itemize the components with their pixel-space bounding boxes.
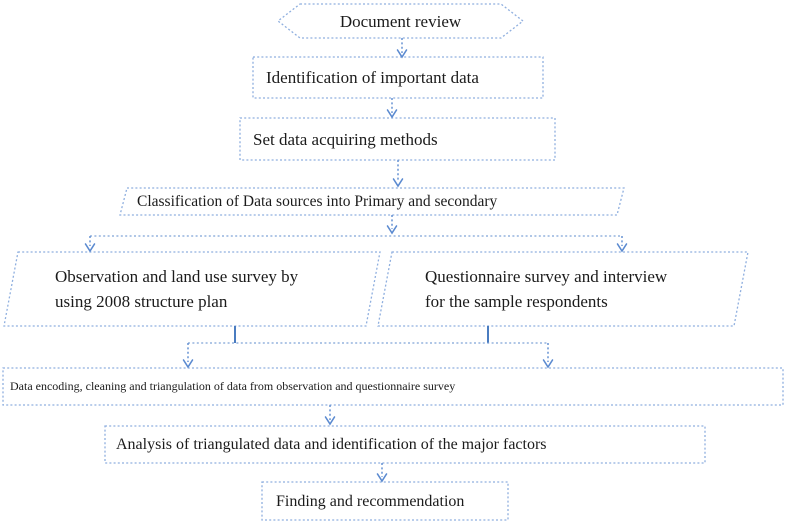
node-shape-identification-rect <box>252 56 544 99</box>
node-shape-observation-parallelogram <box>3 251 381 327</box>
arrowhead-icon <box>324 416 336 426</box>
node-label-analysis: Analysis of triangulated data and identi… <box>116 436 547 453</box>
node-label-identification: Identification of important data <box>266 68 479 87</box>
node-shape-set-methods-rect <box>239 117 556 161</box>
node-label-data-encoding: Data encoding, cleaning and triangulatio… <box>10 379 456 393</box>
node-shape-analysis-rect <box>104 425 706 464</box>
node-label-observation-line1: Observation and land use survey by <box>55 267 299 286</box>
node-shape-data-encoding-rect <box>2 367 784 406</box>
arrowhead-icon <box>542 359 554 369</box>
node-label-questionnaire-line2: for the sample respondents <box>425 292 608 311</box>
arrowhead-icon <box>84 243 96 253</box>
node-label-questionnaire-line1: Questionnaire survey and interview <box>425 267 668 286</box>
node-label-observation: Observation and land use survey by using… <box>18 252 405 326</box>
arrowhead-icon <box>386 225 398 235</box>
arrowhead-icon <box>182 359 194 369</box>
node-shape-document-review-hexagon <box>276 3 525 39</box>
arrowhead-icon <box>616 243 628 253</box>
node-label-classification: Classification of Data sources into Prim… <box>137 193 498 210</box>
arrowhead-icon <box>392 178 404 188</box>
node-label-observation-line2: using 2008 structure plan <box>55 292 228 311</box>
node-label-set-methods: Set data acquiring methods <box>253 129 438 149</box>
node-label-questionnaire: Questionnaire survey and interview for t… <box>392 252 770 326</box>
node-label-finding: Finding and recommendation <box>276 492 465 510</box>
node-label-document-review: Document review <box>339 11 462 31</box>
arrowhead-icon <box>386 109 398 119</box>
arrowhead-icon <box>376 473 388 483</box>
node-shape-finding-rect <box>261 481 509 521</box>
node-shape-questionnaire-parallelogram <box>377 251 749 327</box>
arrowhead-icon <box>396 49 408 59</box>
